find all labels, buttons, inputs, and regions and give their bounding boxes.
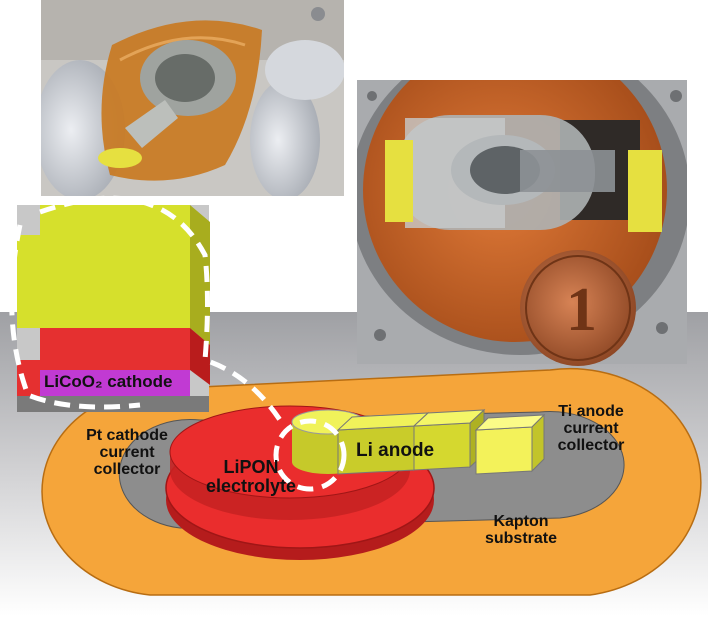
cross-section-inset — [17, 205, 210, 412]
lipon-electrolyte-label: LiPON electrolyte — [205, 457, 297, 496]
highlight-dashed-circle — [273, 418, 347, 492]
licoo2-cathode-label: LiCoO₂ cathode — [44, 372, 173, 391]
licoo2-cathode-layer — [40, 370, 190, 396]
cell-on-copper-stage-photo — [357, 80, 687, 364]
battery-schematic — [41, 367, 702, 596]
pt-cathode-current-collector-label: Pt cathode current collector — [86, 427, 168, 478]
svg-text:1: 1 — [566, 276, 597, 344]
li-anode-label: Li anode — [356, 440, 435, 461]
ti-anode-current-collector-label: Ti anode current collector — [557, 403, 625, 454]
one-cent-coin-icon: 1 — [520, 250, 636, 366]
flexible-cell-held-photo — [41, 0, 344, 196]
magnification-dashed-outline — [39, 195, 283, 422]
kapton-substrate-label: Kapton substrate — [484, 513, 558, 547]
